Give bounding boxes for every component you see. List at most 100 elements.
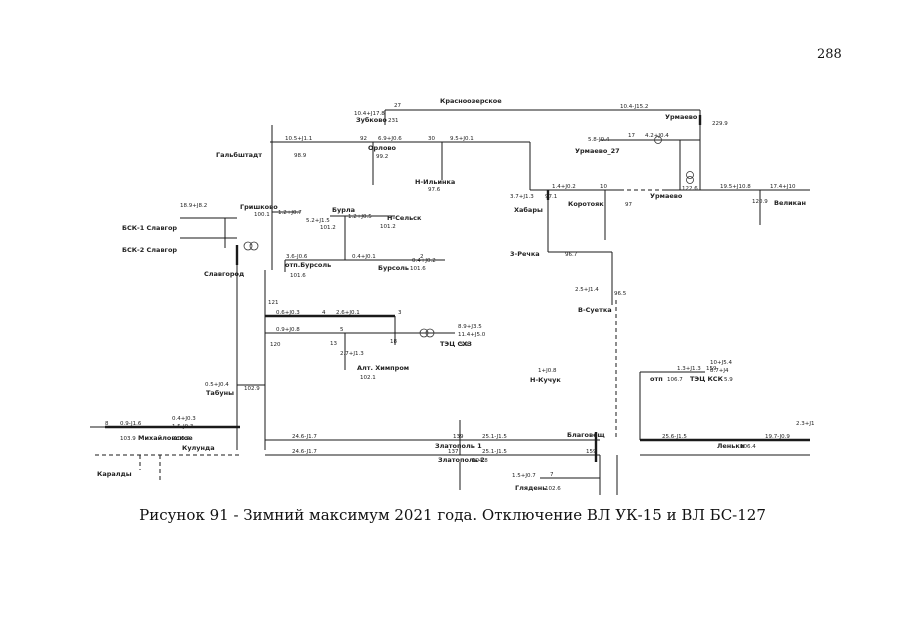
flow-label: 4.2+J0.4 — [645, 133, 669, 139]
flow-label: 0.5+J0.4 — [205, 382, 229, 388]
transformer-icon — [243, 136, 694, 338]
label-v-suetka: В-Суетка — [578, 306, 612, 314]
value-urmaevo: 229.9 — [712, 121, 728, 127]
node-number: 4 — [322, 310, 326, 316]
flow-label: 10.4+J17.8 — [354, 111, 385, 117]
label-urmaevo: Урмаево — [665, 113, 698, 121]
label-bsk2: БСК-2 Славгор — [122, 246, 177, 254]
value-mikhailovskoe: 103.9 — [120, 436, 136, 442]
node-number: 121 — [268, 300, 279, 306]
value-glyadeni: 102.6 — [545, 486, 561, 492]
flow-label: 1+J0.8 — [538, 368, 557, 374]
value-n-selsk: 101.2 — [380, 224, 396, 230]
value-3-rechka: 96.7 — [565, 252, 578, 258]
flow-label: 1.5+J0.7 — [512, 473, 536, 479]
label-bursol: Бурсоль — [378, 264, 409, 272]
flow-label: 1.5-J0.3 — [172, 424, 194, 430]
label-mikhailovskoe: Михайловское — [138, 434, 193, 442]
node-number: 8 — [105, 421, 109, 427]
flow-label: 10.4-J15.2 — [620, 104, 648, 110]
value-orlovo: 99.2 — [376, 154, 388, 160]
value-zlatopol2: 104.8 — [472, 458, 488, 464]
label-zlatopol1: Златополь 1 — [435, 442, 482, 450]
label-3-rechka: 3-Речка — [510, 250, 540, 258]
label-blagoveshchenka: Благовещ — [567, 431, 605, 439]
node-number: 10 — [600, 184, 607, 190]
value-n-ilinka: 97.6 — [428, 187, 441, 193]
value-urmaevo2: 122.6 — [682, 186, 698, 192]
flow-label: 19.5+J10.8 — [720, 184, 751, 190]
label-lenki: Леньки — [717, 442, 745, 450]
flow-label: 5.8-J0.4 — [588, 137, 610, 143]
node-number: 120 — [270, 342, 281, 348]
node-number: 159 — [586, 449, 597, 455]
label-alt-khimprom: Алт. Химпром — [357, 364, 409, 372]
flow-label: 2.3+J1 — [796, 421, 814, 427]
label-bsk1: БСК-1 Славгор — [122, 224, 177, 232]
label-ot-bursol: отп.Бурсоль — [285, 261, 331, 269]
node-number: 139 — [453, 434, 464, 440]
node-number: 5 — [340, 327, 344, 333]
label-zlatopol2: Златополь 2 — [438, 456, 485, 464]
node-number: 3 — [398, 310, 402, 316]
value-ot-bursol: 101.6 — [290, 273, 306, 279]
flow-label: 0.9-J1.6 — [120, 421, 142, 427]
label-n-kuchuk: Н-Кучук — [530, 376, 561, 384]
label-velikan: Великан — [774, 199, 806, 207]
label-orlovo: Орлово — [368, 144, 397, 152]
node-number: 13 — [330, 341, 337, 347]
flow-label: 0.4+J0.2 — [412, 258, 436, 264]
flow-label: 0.9+J0.8 — [276, 327, 300, 333]
value-kulunda: 103.9 — [174, 436, 190, 442]
value-burla: 101.2 — [320, 225, 336, 231]
flow-label: 1.4+J0.2 — [552, 184, 576, 190]
value-tec-ksk: 5.9 — [724, 377, 733, 383]
label-tec-ksk: ТЭЦ КСК — [690, 375, 724, 383]
label-glyadeni: Глядень — [515, 484, 546, 492]
label-n-ilinka: Н-Ильинка — [415, 178, 455, 186]
node-number: 2 — [420, 254, 424, 260]
flow-label: 6.9+J0.6 — [378, 136, 402, 142]
value-alt-khimprom: 102.1 — [360, 375, 376, 381]
node-number: 17 — [628, 133, 635, 139]
flow-label: 3.6-J0.6 — [286, 254, 308, 260]
label-burla: Бурла — [332, 206, 355, 214]
page-number: 288 — [817, 47, 842, 62]
value-zubkovo: 231 — [388, 118, 399, 124]
flow-label: 1.3+J1.3 — [677, 366, 701, 372]
flow-label: 0.4+J0.3 — [172, 416, 196, 422]
node-number: 27 — [394, 103, 401, 109]
flow-label: 1.2+J0.5 — [348, 214, 372, 220]
labels: Красноозерское Зубково 231 Орлово 99.2 Г… — [97, 97, 806, 492]
label-zubkovo: Зубково — [356, 116, 387, 124]
flow-label: 24.6-J1.7 — [292, 449, 317, 455]
label-tabuny: Табуны — [206, 389, 234, 397]
flow-label: 25.6-J1.5 — [662, 434, 687, 440]
flow-label: 9.5+J0.1 — [450, 136, 474, 142]
flow-label: 18.9+J8.2 — [180, 203, 207, 209]
label-kulunda: Кулунда — [182, 444, 215, 452]
label-tec-skh: ТЭЦ СХЗ — [440, 340, 472, 348]
flow-label: 5.2+J1.5 — [306, 218, 330, 224]
flow-label: 24.6-J1.7 — [292, 434, 317, 440]
figure-caption: Рисунок 91 - Зимний максимум 2021 года. … — [139, 506, 766, 524]
label-grishkovo: Гришково — [240, 203, 278, 211]
value-bursol: 101.6 — [410, 266, 426, 272]
label-khabary: Хабары — [514, 206, 543, 214]
value-velikan: 120.9 — [752, 199, 768, 205]
flow-label: 10.5+J1.1 — [285, 136, 312, 142]
flow-label: 8.9+J3.5 — [458, 324, 482, 330]
value-otp-ksk: 106.7 — [667, 377, 683, 383]
value-gilbshtadt: 98.9 — [294, 153, 307, 159]
flow-label: 0.6+J0.3 — [276, 310, 300, 316]
flow-label: 2.5+J1.4 — [575, 287, 599, 293]
flow-label: 2.6+J0.1 — [336, 310, 360, 316]
flow-label: 10+J5.4 — [710, 360, 732, 366]
node-number: 159 — [706, 366, 717, 372]
label-slavgorod: Славгород — [204, 270, 244, 278]
flow-label: 11.4+J5.0 — [458, 332, 486, 338]
flow-label: 2.7+J1.3 — [340, 351, 364, 357]
node-number: 92 — [360, 136, 367, 142]
flow-label: 19.7-J0.9 — [765, 434, 790, 440]
